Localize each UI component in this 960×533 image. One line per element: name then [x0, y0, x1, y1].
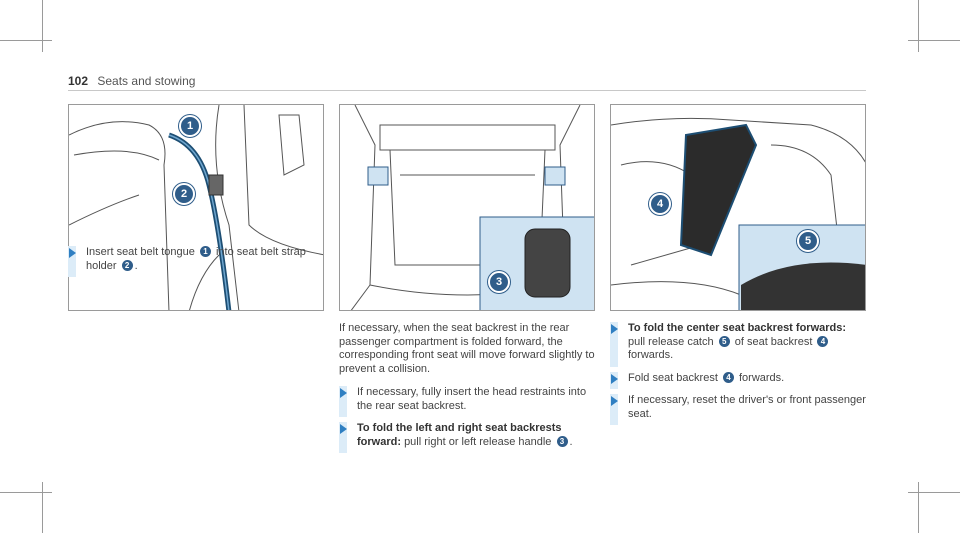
- crop-mark: [42, 482, 43, 533]
- crop-mark: [918, 482, 919, 533]
- page-number: 102: [68, 74, 89, 88]
- section-title: Seats and stowing: [97, 74, 196, 88]
- column-1: Insert seat belt tongue 1 into seat belt…: [68, 246, 324, 282]
- figure-seat-belt-holder: 1 2: [68, 104, 324, 311]
- ref-5: 5: [718, 335, 730, 347]
- callout-5: 5: [797, 230, 819, 252]
- step-arrow-icon: [611, 324, 618, 334]
- figure-center-backrest: 4 5: [610, 104, 866, 311]
- ref-3: 3: [556, 435, 568, 447]
- trunk-illustration: [350, 105, 594, 310]
- step-arrow-icon: [69, 248, 76, 258]
- ref-1: 1: [199, 246, 211, 257]
- callout-2: 2: [173, 183, 195, 205]
- step-arrow-icon: [340, 388, 347, 398]
- instruction-step: To fold the center seat backrest forward…: [610, 322, 866, 367]
- callout-4: 4: [649, 193, 671, 215]
- instruction-step: If necessary, reset the driver's or fron…: [610, 394, 866, 425]
- step-arrow-icon: [611, 373, 618, 384]
- page-header: 102 Seats and stowing: [68, 74, 195, 88]
- crop-mark: [0, 492, 52, 493]
- callout-1: 1: [179, 115, 201, 137]
- instruction-step: Insert seat belt tongue 1 into seat belt…: [68, 246, 324, 277]
- seat-belt-illustration: [69, 105, 323, 310]
- backrest-illustration: [611, 117, 865, 310]
- crop-mark: [0, 40, 52, 41]
- ref-2: 2: [121, 259, 133, 271]
- column-2: If necessary, when the seat backrest in …: [339, 322, 595, 458]
- figure-trunk-release-handle: 3: [339, 104, 595, 311]
- crop-mark: [918, 0, 919, 52]
- step-arrow-icon: [611, 396, 618, 406]
- column-3: To fold the center seat backrest forward…: [610, 322, 866, 430]
- crop-mark: [908, 492, 960, 493]
- crop-mark: [908, 40, 960, 41]
- instruction-step: To fold the left and right seat backrest…: [339, 422, 595, 453]
- instruction-step: Fold seat backrest 4 forwards.: [610, 371, 866, 389]
- header-rule: [68, 90, 866, 91]
- crop-mark: [42, 0, 43, 52]
- ref-4: 4: [817, 335, 829, 347]
- ref-4: 4: [722, 371, 734, 383]
- instruction-step: If necessary, fully insert the head rest…: [339, 386, 595, 417]
- callout-3: 3: [488, 271, 510, 293]
- step-arrow-icon: [340, 424, 347, 434]
- intro-text: If necessary, when the seat backrest in …: [339, 322, 595, 375]
